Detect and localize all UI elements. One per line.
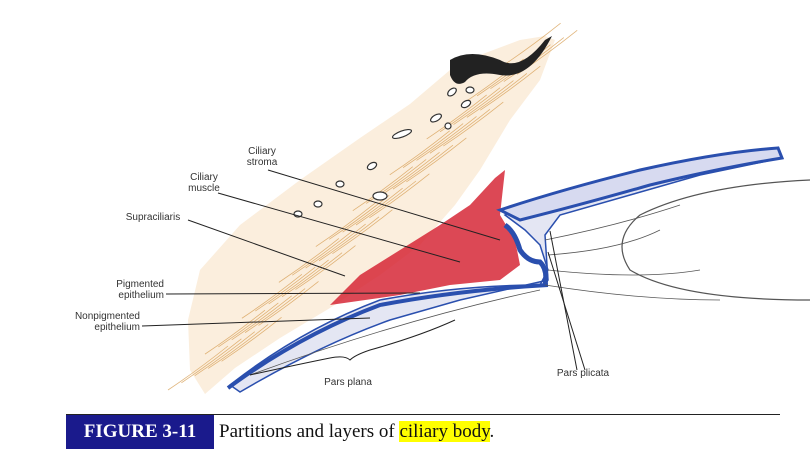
scleral-fiber	[369, 173, 430, 219]
scleral-fiber	[181, 338, 242, 384]
scleral-fiber	[466, 73, 528, 118]
label-pars-plicata: Pars plicata	[556, 368, 610, 379]
scleral-fiber	[241, 273, 303, 319]
scleral-fiber	[204, 309, 266, 355]
scleral-fiber	[355, 180, 417, 226]
scleral-fiber	[332, 209, 393, 255]
caption-text-after: .	[489, 421, 495, 442]
scleral-fiber	[292, 230, 353, 276]
scleral-fiber	[392, 144, 454, 190]
scleral-fiber	[406, 137, 467, 183]
scleral-fiber	[318, 216, 380, 262]
scleral-fiber	[453, 80, 514, 125]
scleral-fiber	[416, 116, 477, 161]
caption-rule	[66, 414, 780, 415]
label-pars-plana: Pars plana	[324, 377, 372, 388]
diagram-drawing	[141, 22, 810, 394]
scleral-fiber	[207, 324, 269, 369]
scleral-fiber	[352, 166, 414, 211]
scleral-fiber	[342, 187, 403, 233]
epithelium-layer	[226, 283, 549, 390]
scleral-fiber	[278, 238, 340, 283]
scleral-fiber	[231, 295, 292, 341]
scleral-fiber	[194, 331, 256, 376]
zonular-fibers	[249, 204, 721, 376]
caption-text-before: Partitions and layers of	[219, 421, 400, 442]
figure-caption: Partitions and layers of ciliary body.	[219, 417, 494, 447]
pars-plana-brace	[249, 319, 456, 376]
caption-highlight: ciliary body	[399, 421, 490, 442]
scleral-fiber	[480, 65, 541, 111]
scleral-fiber	[429, 108, 491, 154]
scleral-fiber	[402, 123, 464, 168]
scleral-fiber	[167, 345, 229, 391]
scleral-fiber	[255, 266, 316, 312]
scleral-fiber	[315, 202, 377, 247]
scleral-fiber	[218, 302, 279, 348]
leader-lines	[141, 169, 586, 371]
iris-root	[496, 146, 785, 222]
lens-outline	[621, 179, 810, 301]
scleral-fiber	[281, 252, 343, 298]
scleral-fiber	[379, 151, 440, 197]
figure-number-badge: FIGURE 3-11	[66, 415, 214, 449]
scleral-fiber	[268, 259, 329, 305]
label-supraciliaris: Supraciliaris	[125, 212, 181, 223]
ciliary-muscle-region	[330, 170, 520, 305]
scleral-spur	[450, 36, 552, 84]
scleral-fiber	[426, 94, 487, 140]
scleral-fiber	[365, 159, 427, 204]
scleral-fiber	[443, 101, 504, 147]
scleral-canals	[293, 86, 475, 218]
ciliary-processes	[503, 222, 549, 286]
sclera	[188, 36, 555, 394]
ciliary-body-diagram	[141, 22, 810, 394]
scleral-fiber	[389, 130, 450, 176]
